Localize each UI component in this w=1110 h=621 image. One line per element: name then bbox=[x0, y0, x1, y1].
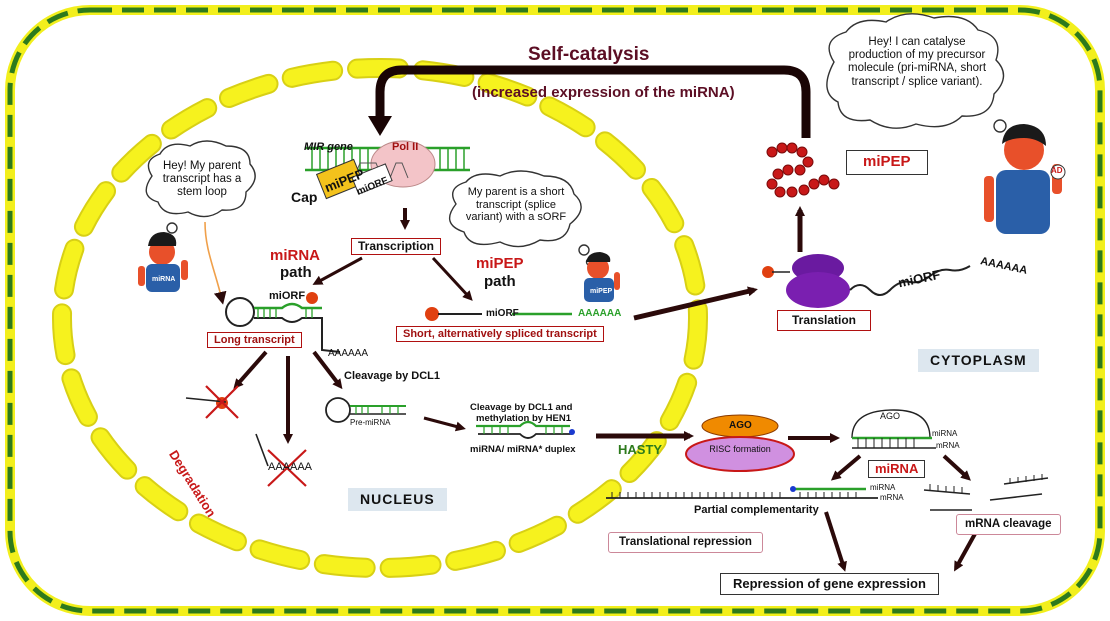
duplex-label: miRNA/ miRNA* duplex bbox=[470, 444, 576, 455]
long-transcript-box: Long transcript bbox=[207, 332, 302, 349]
cleavage-dcl1-label: Cleavage by DCL1 bbox=[344, 370, 440, 382]
shirt-left-text: miRNA bbox=[152, 276, 176, 283]
miorf-short-label: miORF bbox=[486, 308, 519, 319]
long-transcript-stemloop bbox=[225, 292, 341, 353]
mipep-tag bbox=[315, 158, 393, 200]
figure-right bbox=[984, 124, 1066, 234]
ago-mirna-complex bbox=[851, 409, 936, 449]
ribosome bbox=[762, 254, 971, 308]
mirna-small-label: miRNA bbox=[932, 429, 958, 438]
mirna-center-box: miRNA bbox=[868, 460, 926, 479]
self-catalysis-title: Self-catalysis bbox=[528, 44, 650, 65]
pre-mirna-label: Pre-miRNA bbox=[350, 418, 391, 427]
bubble-right-text: Hey! I can catalyse production of my pre… bbox=[847, 36, 987, 88]
pre-mirna-shape bbox=[325, 397, 406, 423]
cleaved-mrna-fragments bbox=[923, 474, 1049, 511]
short-polya-label: AAAAAA bbox=[578, 308, 622, 319]
mirna-path-label-2: path bbox=[280, 264, 312, 281]
cell-membrane-dash bbox=[7, 7, 1103, 614]
translation-box: Translation bbox=[777, 310, 872, 332]
transcription-box: Transcription bbox=[351, 238, 442, 256]
mrna-cleavage-box: mRNA cleavage bbox=[956, 514, 1061, 535]
cleavage-hen1-label-1: Cleavage by DCL1 and bbox=[470, 402, 573, 413]
figure-middle bbox=[584, 252, 620, 302]
bubble-left-text: Hey! My parent transcript has a stem loo… bbox=[162, 160, 242, 199]
shirt-middle-text: miPEP bbox=[590, 288, 613, 295]
short-transcript-line bbox=[425, 307, 572, 321]
cytoplasm-label: CYTOPLASM bbox=[918, 349, 1039, 373]
arrow-to-mirna-path bbox=[312, 256, 363, 285]
mir-gene-label: MIR gene bbox=[304, 141, 353, 153]
risc-complex bbox=[685, 436, 795, 472]
degraded-polya-label: AAAAAA bbox=[268, 461, 313, 473]
mirna-duplex bbox=[476, 420, 575, 439]
thought-bubble-left bbox=[145, 140, 256, 245]
mipep-path-label: miPEP bbox=[476, 255, 524, 272]
degradation-marks bbox=[185, 385, 307, 487]
repression-box: Repression of gene expression bbox=[720, 573, 939, 596]
pol-ii-label: Pol II bbox=[392, 141, 419, 153]
mirna-small2-label: miRNA bbox=[870, 483, 896, 492]
hasty-label: HASTY bbox=[618, 442, 663, 457]
mipep-path-label-2: path bbox=[484, 273, 516, 290]
badge-right-text: AD bbox=[1051, 166, 1063, 175]
ago-loaded-label: AGO bbox=[880, 411, 901, 421]
bubble-middle-text: My parent is a short transcript (splice … bbox=[465, 186, 567, 224]
partial-complementarity-label: Partial complementarity bbox=[694, 504, 819, 516]
figure-left bbox=[138, 232, 188, 292]
miorf-long-label: miORF bbox=[269, 290, 306, 302]
mipep-peptide-chain bbox=[766, 142, 840, 198]
translational-repression-box: Translational repression bbox=[608, 532, 763, 553]
risc-label: RISC formation bbox=[709, 444, 771, 454]
arrow-to-translation bbox=[633, 286, 758, 321]
nucleus-label: NUCLEUS bbox=[348, 488, 447, 512]
ago-label: AGO bbox=[729, 420, 752, 431]
self-catalysis-arrow bbox=[375, 65, 811, 138]
self-catalysis-subtitle: (increased expression of the miRNA) bbox=[472, 84, 735, 101]
mrna-small-label: mRNA bbox=[936, 441, 960, 450]
mirna-path-label: miRNA bbox=[270, 247, 321, 264]
cleavage-hen1-label-2: methylation by HEN1 bbox=[476, 413, 572, 424]
mrna-small2-label: mRNA bbox=[880, 493, 904, 502]
long-polya-label: AAAAAA bbox=[328, 348, 369, 359]
mipep-product-box: miPEP bbox=[846, 150, 928, 175]
arrow-to-mipep-path bbox=[431, 256, 473, 301]
short-transcript-box: Short, alternatively spliced transcript bbox=[396, 326, 604, 343]
partial-complementarity-strand bbox=[606, 486, 878, 499]
cap-label: Cap bbox=[291, 189, 318, 205]
